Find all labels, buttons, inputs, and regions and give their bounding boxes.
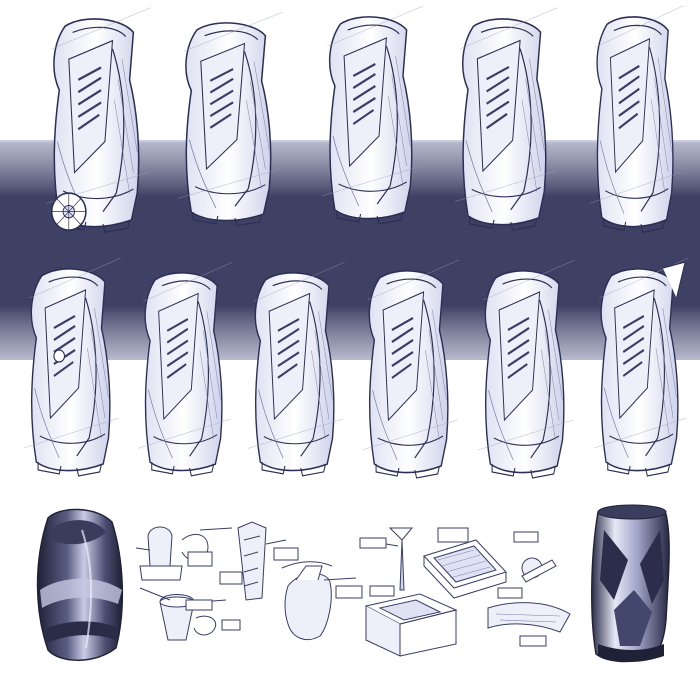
detail-sketch-tray [423,527,523,599]
golf-bag-icon [176,11,284,227]
golf-bag-with-wheel-icon [44,6,152,234]
detail-sketch-holder [135,526,243,641]
golf-bag-icon [320,4,425,226]
detail-sketch-bottle [281,561,363,640]
sketch-row-one [44,4,685,234]
detail-sketch-case [364,585,458,657]
detail-sketches [135,521,571,657]
golf-bag-icon [588,4,685,234]
golf-bag-icon [22,256,122,478]
detail-sketch-tower [237,521,299,601]
sketch-row-two [22,256,690,480]
render-right [591,504,670,663]
detail-sketch-tee [359,527,414,591]
golf-bag-icon [453,6,559,232]
golf-bag-icon [592,256,690,478]
render-left [36,508,124,661]
detail-sketch-clip [487,531,571,647]
